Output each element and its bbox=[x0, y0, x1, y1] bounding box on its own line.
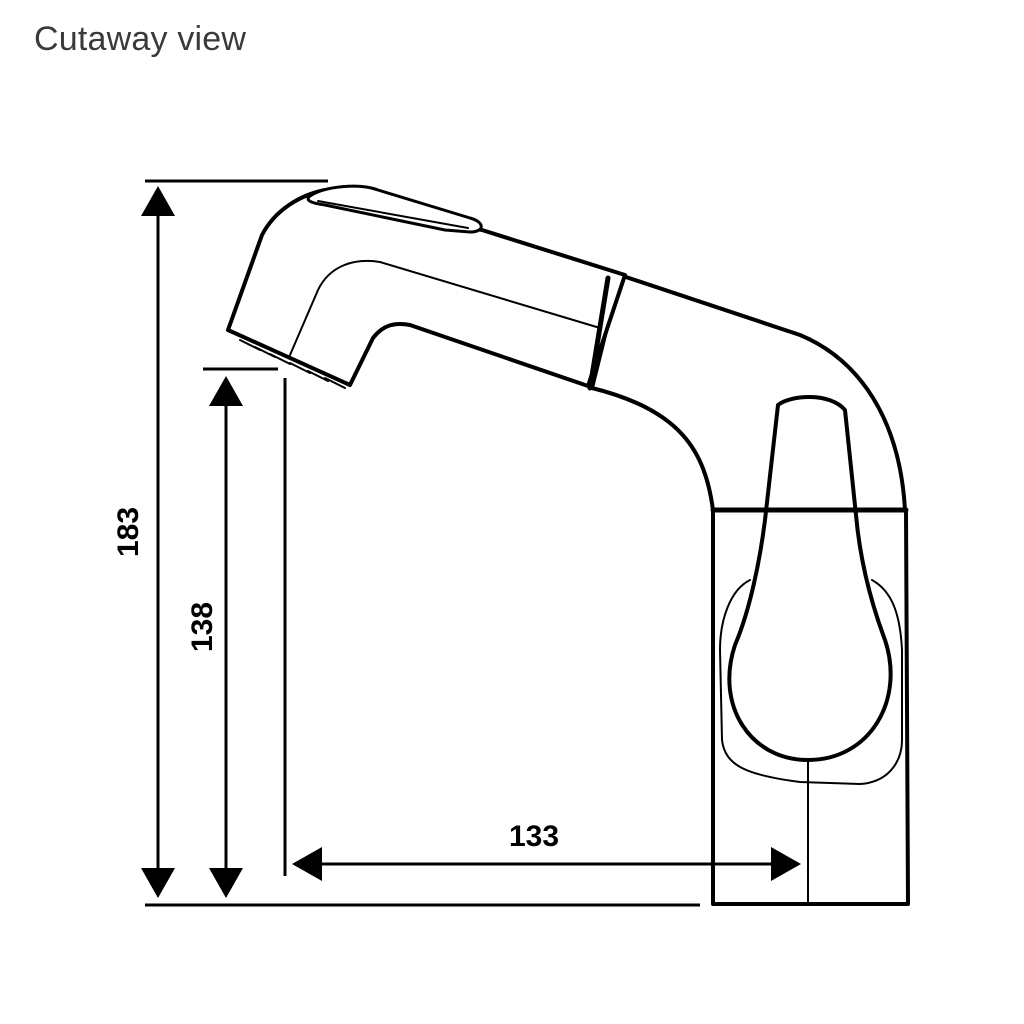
faucet-spout bbox=[590, 273, 907, 512]
head-seam bbox=[587, 275, 611, 391]
dimension-spout-reach: 133 bbox=[292, 820, 801, 881]
dimension-overall-height: 183 bbox=[112, 186, 175, 898]
nozzle-dots bbox=[239, 339, 346, 389]
faucet-body bbox=[226, 184, 910, 906]
spray-button bbox=[306, 184, 483, 234]
dimension-label-spout-reach: 133 bbox=[509, 820, 559, 853]
page-title: Cutaway view bbox=[34, 20, 247, 58]
pullout-head bbox=[226, 188, 627, 388]
dimension-label-spout-height: 138 bbox=[186, 602, 219, 652]
dimension-spout-height: 138 bbox=[186, 376, 243, 898]
lever-handle bbox=[727, 395, 893, 762]
dimension-label-overall-height: 183 bbox=[112, 507, 145, 557]
reference-lines bbox=[145, 179, 700, 907]
